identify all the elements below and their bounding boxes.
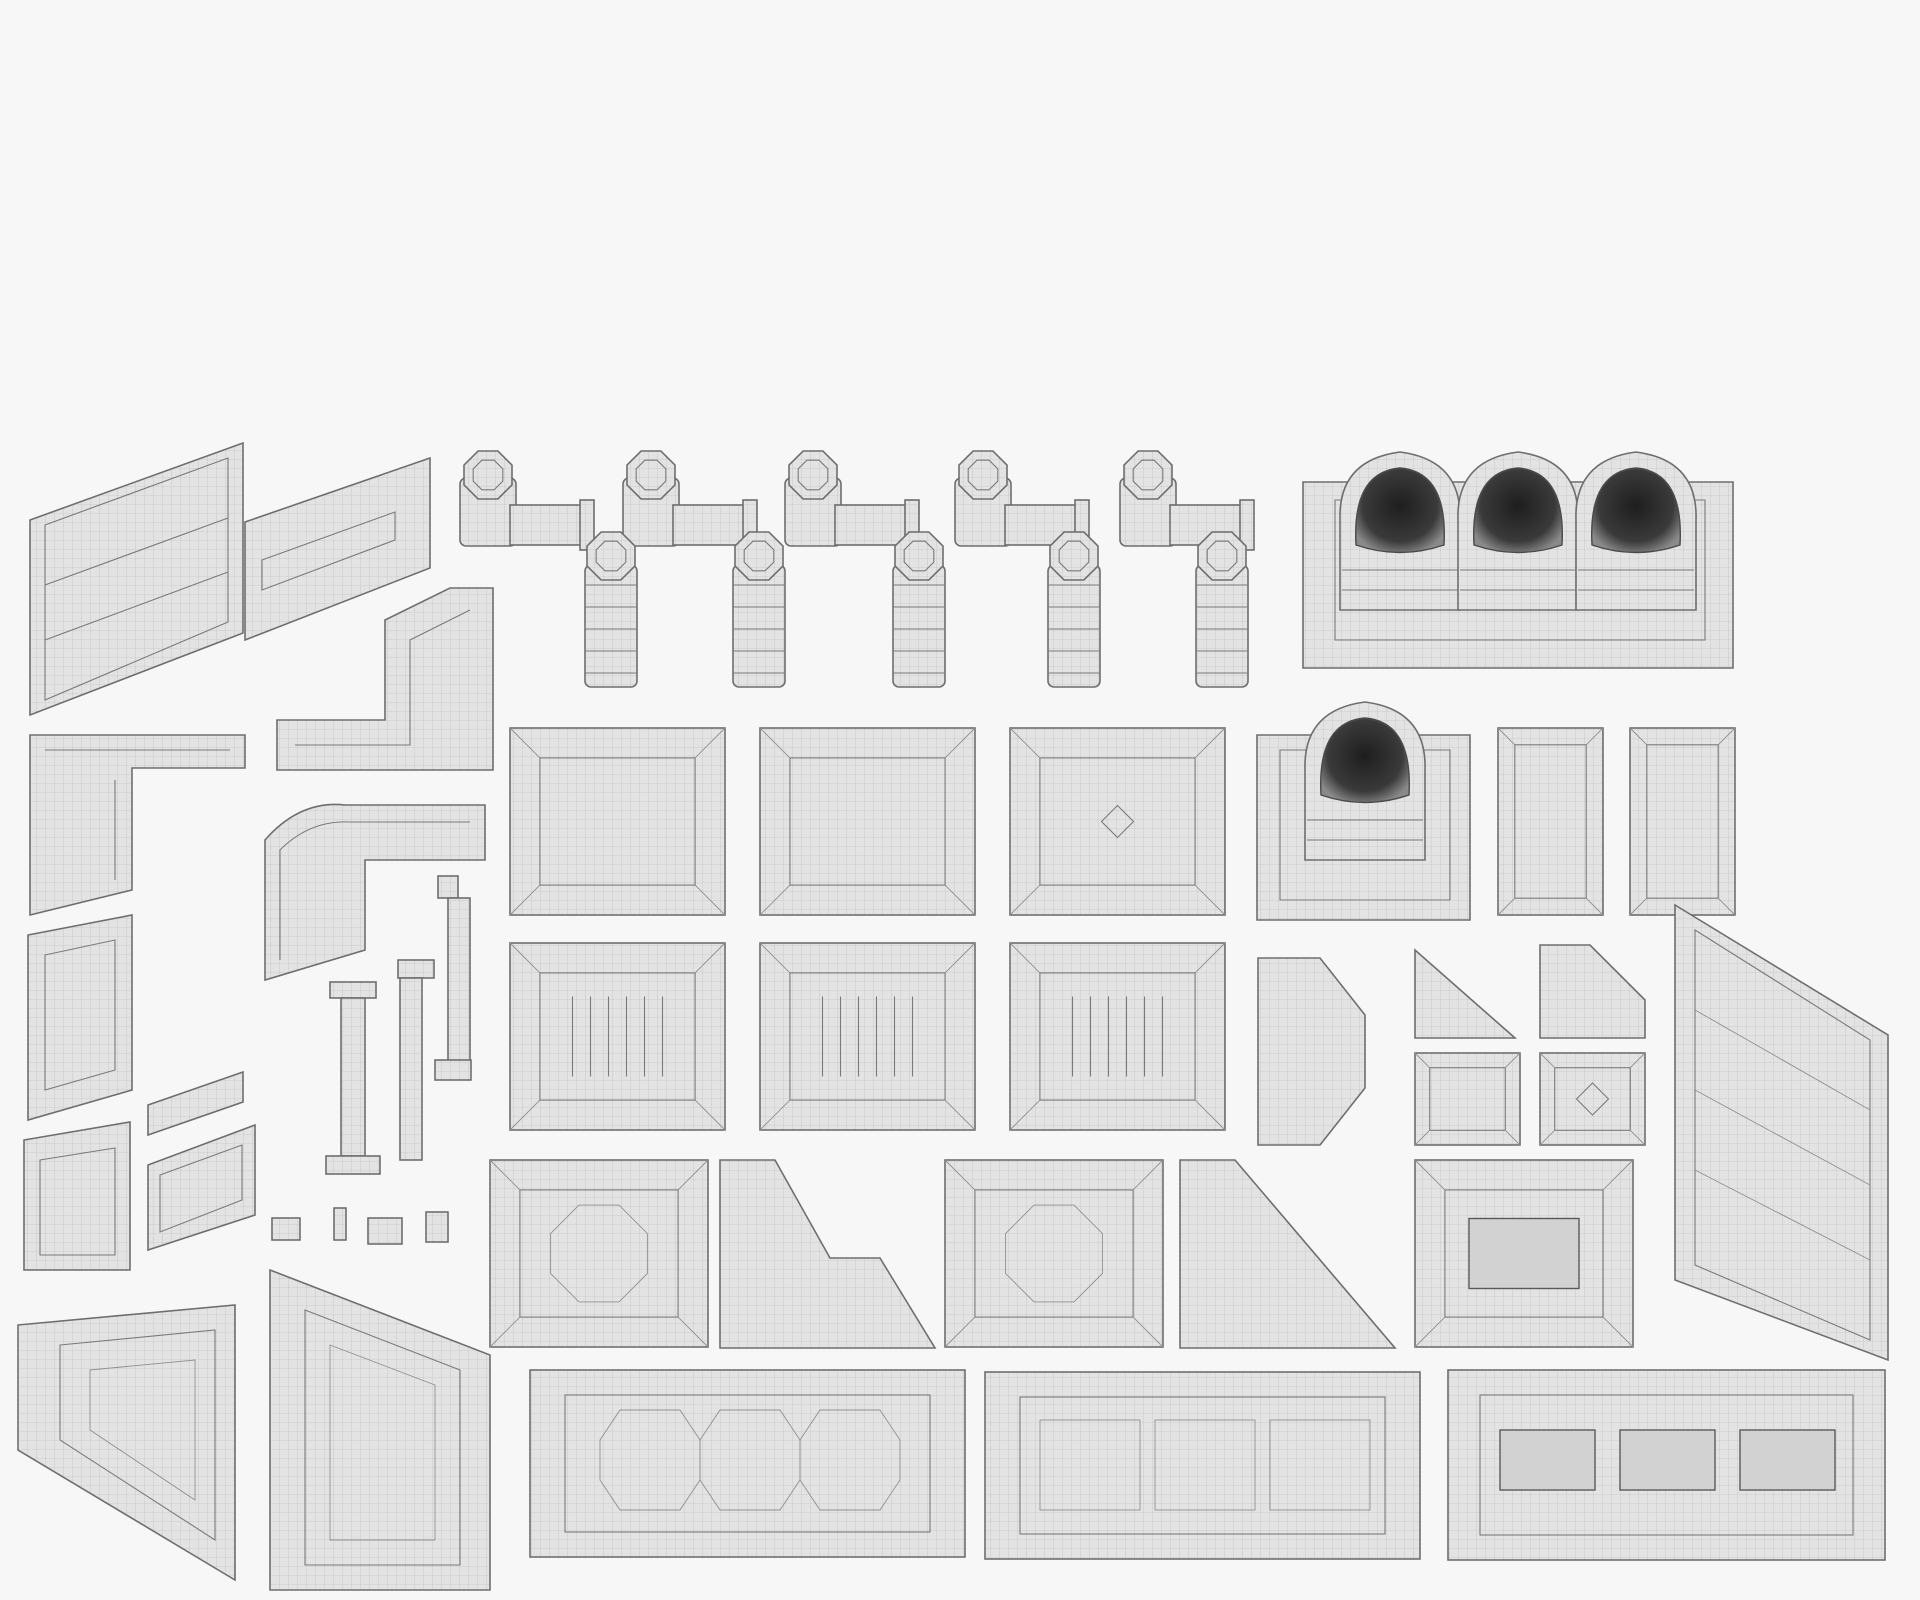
floor-corner-bottom-left	[17, 1304, 236, 1582]
floor-long-b	[984, 1371, 1421, 1560]
floor-tile	[1009, 942, 1226, 1131]
corner-wall-l-upper	[276, 587, 494, 771]
floor-tile	[1414, 1159, 1634, 1348]
floor-tile	[509, 727, 726, 916]
pipe-elbow	[954, 450, 1090, 551]
connector-pieces	[271, 1207, 449, 1245]
floor-long-a	[529, 1369, 966, 1558]
floor-tile	[509, 942, 726, 1131]
floor-tile	[759, 942, 976, 1131]
floor-tile	[759, 727, 976, 916]
floor-corner-small	[1414, 948, 1518, 1039]
floor-tile	[1539, 1052, 1646, 1146]
floor-corner-small	[1539, 944, 1646, 1039]
reactor-pod-single	[1256, 701, 1471, 921]
pipe-elbow	[784, 450, 920, 551]
wall-strip-small-b	[147, 1123, 256, 1252]
pillar-v-c	[434, 875, 472, 1081]
reactor-pod	[1304, 701, 1426, 861]
pipe-segments	[459, 450, 1255, 688]
reactor-pod	[1339, 451, 1461, 611]
floor-diagonal	[1179, 1159, 1397, 1349]
pipe-vertical	[892, 531, 946, 688]
reactor-pod	[1575, 451, 1697, 611]
pipe-vertical	[1195, 531, 1249, 688]
pipe-vertical	[1047, 531, 1101, 688]
pipe-vertical	[584, 531, 638, 688]
floor-long-c	[1447, 1369, 1886, 1561]
floor-bevel	[1257, 957, 1366, 1146]
floor-tile	[944, 1159, 1164, 1348]
pillar-h-a	[325, 981, 381, 1175]
floor-tile	[1497, 727, 1604, 916]
floor-tiles	[489, 727, 1736, 1349]
pipe-vertical	[732, 531, 786, 688]
pipe-elbow	[1119, 450, 1255, 551]
wall-panel-left-mid	[27, 914, 133, 1122]
corner-wall-l-left	[29, 734, 246, 917]
wall-tall-right	[1674, 903, 1889, 1362]
floor-tile	[1414, 1052, 1521, 1146]
floor-tile	[1629, 727, 1736, 916]
wall-strip-top	[244, 456, 431, 642]
pillar-v-b	[397, 959, 435, 1161]
wall-corner-bottom	[269, 1268, 491, 1591]
curved-wall	[264, 803, 486, 982]
pipe-elbow	[622, 450, 758, 551]
floor-tile	[489, 1159, 709, 1348]
wall-strip-small-a	[147, 1070, 244, 1137]
reactor-pods-triple	[1302, 451, 1734, 669]
pipe-elbow	[459, 450, 595, 551]
wall-panel-left-small	[23, 1121, 131, 1271]
reactor-pod	[1457, 451, 1579, 611]
floor-tile	[1009, 727, 1226, 916]
wall-panel-top-left	[29, 441, 244, 717]
floor-step	[719, 1159, 937, 1349]
